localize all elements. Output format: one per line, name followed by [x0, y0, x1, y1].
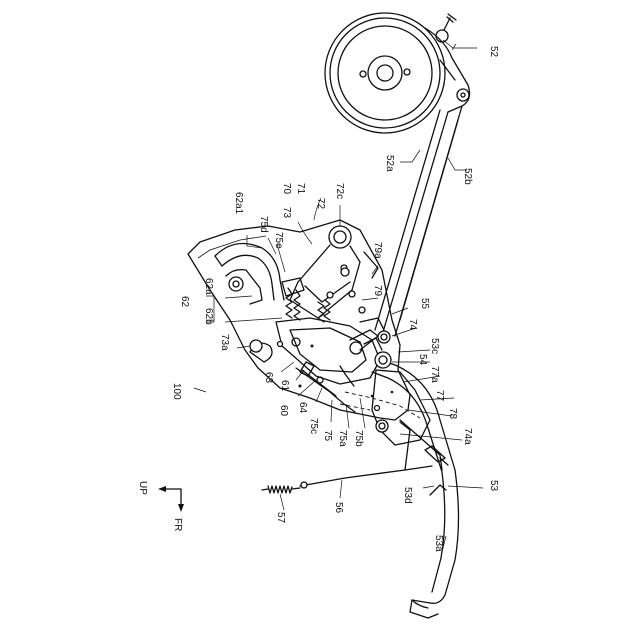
label-62b: 62b [203, 308, 214, 325]
label-77a: 77a [429, 366, 440, 383]
label-53c: 53c [429, 338, 440, 354]
label-57: 57 [275, 512, 286, 524]
label-78: 78 [447, 408, 458, 420]
label-64: 64 [297, 402, 308, 414]
label-77: 77 [434, 390, 445, 402]
label-75d: 75d [258, 216, 269, 233]
label-53d: 53d [402, 487, 413, 504]
label-71: 71 [295, 183, 306, 195]
label-54: 54 [417, 354, 428, 366]
label-79: 79 [372, 285, 383, 297]
orientation-fr-label: FR [172, 518, 183, 531]
label-75c: 75c [308, 418, 319, 434]
label-75b: 75b [353, 430, 364, 447]
wheel-drum [325, 13, 445, 133]
label-75a: 75a [337, 430, 348, 447]
label-56: 56 [333, 502, 344, 514]
label-62a: 62a [203, 278, 214, 295]
orientation-up-label: UP [137, 481, 148, 495]
guide-arm-62 [215, 244, 284, 305]
label-62: 62 [179, 296, 190, 308]
label-73: 73 [281, 207, 292, 219]
label-73a: 73a [219, 334, 230, 351]
label-75e: 75e [273, 232, 284, 249]
leader-lines [194, 40, 483, 548]
label-53a: 53a [433, 535, 444, 552]
label-74a: 74a [462, 428, 473, 445]
label-52a: 52a [384, 155, 395, 172]
label-75: 75 [322, 430, 333, 442]
label-52b: 52b [462, 168, 473, 185]
label-74: 74 [407, 319, 418, 331]
label-61: 61 [279, 380, 290, 392]
label-79a: 79a [372, 242, 383, 259]
spring-cluster [282, 278, 330, 322]
label-62a1: 62a1 [233, 192, 244, 215]
label-72c: 72c [334, 183, 345, 199]
label-72: 72 [315, 198, 326, 210]
label-70: 70 [281, 183, 292, 195]
label-63: 63 [263, 372, 274, 384]
label-52: 52 [488, 46, 499, 58]
label-60: 60 [278, 405, 289, 417]
label-53: 53 [488, 480, 499, 492]
rod-52a [375, 110, 448, 332]
link-plate-75 [276, 318, 380, 412]
label-55: 55 [419, 298, 430, 310]
orientation-axes [158, 486, 184, 512]
label-100: 100 [171, 383, 182, 400]
spring-57 [262, 486, 300, 493]
